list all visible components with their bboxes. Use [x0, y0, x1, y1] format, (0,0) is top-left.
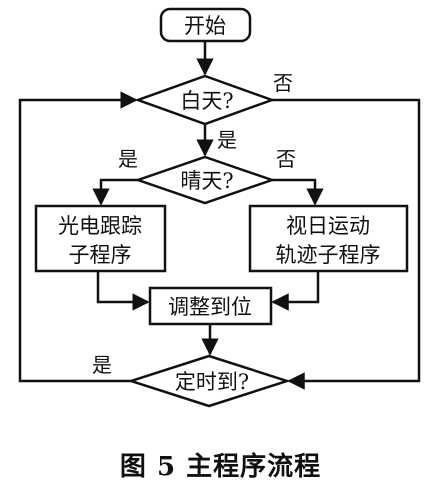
adjust-label: 调整到位	[168, 295, 252, 319]
sunny-yes-label: 是	[118, 147, 138, 171]
flowchart: 开始 白天? 晴天? 光电跟踪 子程序 视日运动 轨迹子程序 调整到位 定时到?…	[18, 7, 421, 408]
sun-motion-label-1: 视日运动	[286, 214, 370, 238]
photo-tracking-box	[34, 204, 167, 273]
photo-tracking-label-2: 子程序	[69, 243, 132, 267]
timer-yes-label: 是	[92, 353, 112, 377]
sunny-yes-arrow	[92, 178, 138, 206]
start-label: 开始	[184, 14, 226, 38]
day-no-label: 否	[273, 71, 293, 95]
figure-caption: 图 5 主程序流程	[119, 452, 322, 482]
day-no-loop-arrow	[272, 98, 421, 390]
photo-to-adjust-arrow	[96, 271, 150, 311]
day-check-label: 白天?	[180, 89, 233, 113]
sunny-check-label: 晴天?	[180, 169, 233, 193]
timer-decision	[126, 354, 292, 408]
sunny-no-arrow	[272, 178, 324, 206]
day-yes-label: 是	[217, 128, 237, 152]
sun-motion-box	[248, 204, 409, 273]
timer-yes-loop-arrow	[18, 91, 138, 383]
sun-to-adjust-arrow	[271, 271, 320, 311]
sunny-no-label: 否	[276, 147, 296, 171]
photo-tracking-label-1: 光电跟踪	[58, 214, 142, 238]
timer-check-label: 定时到?	[175, 370, 249, 394]
sunny-decision	[134, 155, 276, 205]
sun-motion-label-2: 轨迹子程序	[276, 243, 381, 267]
